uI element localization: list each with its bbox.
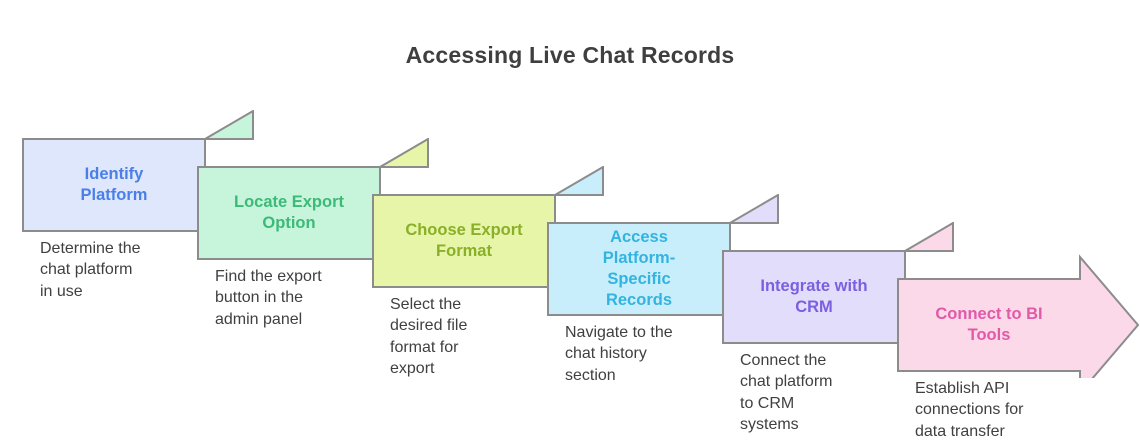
step-body-6 bbox=[897, 254, 1140, 378]
step-caption-1: Determine the chat platform in use bbox=[40, 240, 141, 300]
step-caption-3: Select the desired file format for expor… bbox=[390, 296, 468, 377]
step-shape-6 bbox=[897, 254, 1140, 378]
step-fold-tab-3 bbox=[551, 166, 604, 196]
step-caption-2: Find the export button in the admin pane… bbox=[215, 268, 322, 328]
step-fold-tab-1 bbox=[201, 110, 254, 140]
step-shape-3 bbox=[372, 166, 604, 288]
step-caption-4: Navigate to the chat history section bbox=[565, 324, 673, 384]
step-fold-tab-2 bbox=[376, 138, 429, 168]
step-body-1 bbox=[22, 138, 206, 232]
step-body-2 bbox=[197, 166, 381, 260]
page-title: Accessing Live Chat Records bbox=[405, 42, 735, 68]
step-body-4 bbox=[547, 222, 731, 316]
step-caption-6: Establish API connections for data trans… bbox=[915, 380, 1024, 440]
step-caption-5: Connect the chat platform to CRM systems bbox=[740, 352, 833, 433]
step-fold-tab-5 bbox=[901, 222, 954, 252]
step-fold-tab-4 bbox=[726, 194, 779, 224]
step-body-5 bbox=[722, 250, 906, 344]
step-body-3 bbox=[372, 194, 556, 288]
